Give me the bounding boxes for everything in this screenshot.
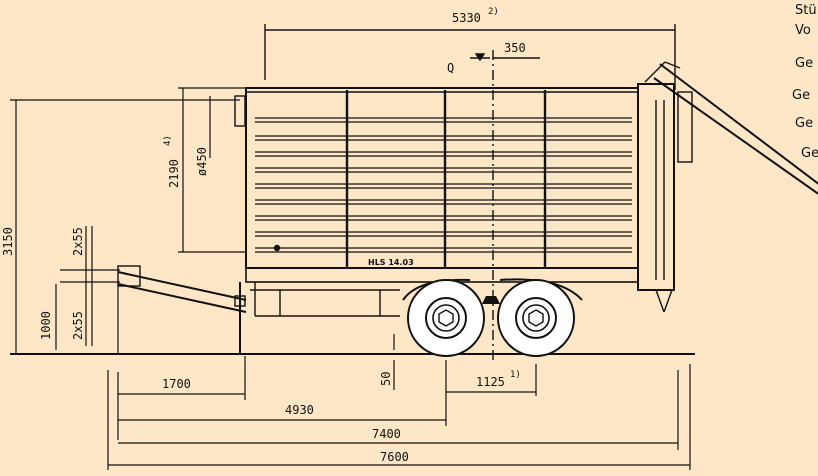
q-arrow-head bbox=[474, 53, 486, 62]
wheel-rear bbox=[497, 279, 575, 357]
chute-line-2 bbox=[653, 77, 818, 195]
dim-text-2x55-top: 2x55 bbox=[71, 227, 85, 256]
dim-text-3150: 3150 bbox=[1, 227, 15, 256]
side-label-2: Vo bbox=[795, 23, 811, 38]
dim-text-7600: 7600 bbox=[380, 450, 409, 464]
body-posts bbox=[345, 90, 547, 268]
front-fitting bbox=[234, 95, 246, 127]
dim-text-5330: 5330 bbox=[452, 11, 481, 25]
side-label-5: Ge bbox=[795, 116, 814, 131]
side-label-3: Ge bbox=[795, 56, 814, 71]
dim-text-350: 350 bbox=[504, 41, 526, 55]
chute-line-1 bbox=[659, 63, 818, 185]
trailer-body bbox=[245, 87, 639, 269]
side-label-6: Ge bbox=[801, 146, 818, 161]
dim-note-axle: 1) bbox=[510, 370, 521, 380]
trailer-badge: HLS 14.03 bbox=[368, 258, 414, 267]
dim-text-50: 50 bbox=[379, 372, 393, 386]
dim-text-7400: 7400 bbox=[372, 427, 401, 441]
dim-text-450: ø450 bbox=[195, 147, 209, 176]
drawbar-eye bbox=[117, 265, 141, 287]
side-label-1: Stü bbox=[795, 3, 817, 18]
dim-note-5330: 2) bbox=[488, 7, 499, 17]
dim-text-axle: 1125 bbox=[476, 375, 505, 389]
body-slats bbox=[255, 117, 632, 253]
side-label-4: Ge bbox=[792, 88, 811, 103]
q-mark-text: Q bbox=[447, 61, 454, 75]
dim-text-1700: 1700 bbox=[162, 377, 191, 391]
dim-text-2x55-bottom: 2x55 bbox=[71, 311, 85, 340]
dim-text-1000: 1000 bbox=[39, 311, 53, 340]
dim-text-4930: 4930 bbox=[285, 403, 314, 417]
rear-door-panel bbox=[677, 91, 693, 163]
wheel-front bbox=[407, 279, 485, 357]
dim-text-2190: 2190 bbox=[167, 159, 181, 188]
axle-hub bbox=[482, 296, 500, 304]
dim-note-2190: 4) bbox=[163, 135, 173, 146]
body-rivet bbox=[273, 244, 281, 252]
drawbar-bottom bbox=[117, 283, 247, 313]
